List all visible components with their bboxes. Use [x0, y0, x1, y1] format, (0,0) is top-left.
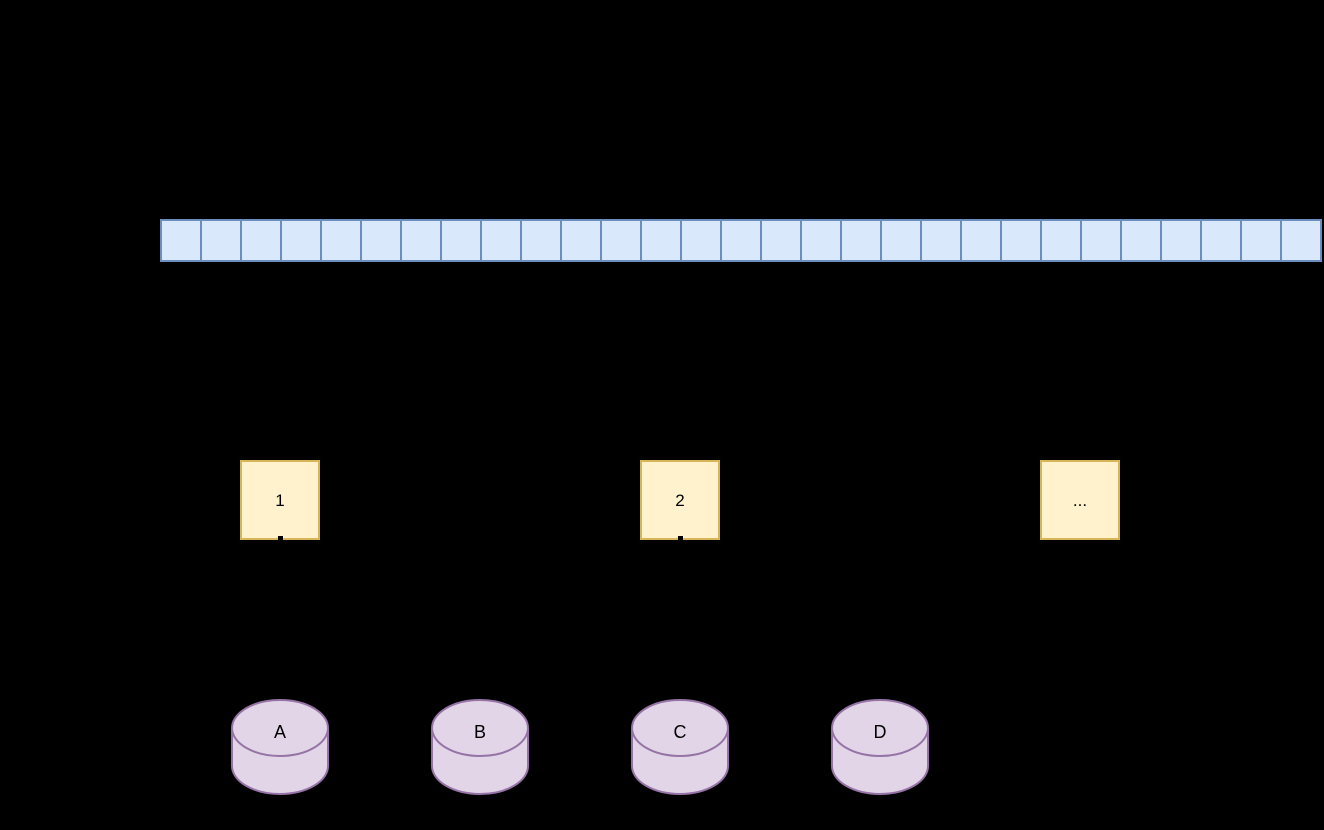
partition-node-ellipsis-label: ...	[1072, 490, 1088, 510]
keyspace-cell	[720, 221, 760, 260]
keyspace-cell	[1120, 221, 1160, 260]
cylinder-outline	[431, 728, 529, 795]
connector-stub	[278, 536, 283, 540]
keyspace-cell	[760, 221, 800, 260]
keyspace-cell	[200, 221, 240, 260]
keyspace-cell	[600, 221, 640, 260]
database-cylinder-b: B	[431, 699, 529, 795]
keyspace-cell	[1200, 221, 1240, 260]
keyspace-cell	[1000, 221, 1040, 260]
partition-node-ellipsis: ...	[1040, 460, 1120, 540]
cylinder-top	[631, 699, 729, 757]
cylinder-top	[431, 699, 529, 757]
keyspace-cell	[520, 221, 560, 260]
keyspace-cell	[320, 221, 360, 260]
keyspace-cell	[680, 221, 720, 260]
keyspace-cell	[880, 221, 920, 260]
keyspace-cell	[1280, 221, 1320, 260]
cylinder-outline	[631, 728, 729, 795]
keyspace-cell	[560, 221, 600, 260]
database-a-label: A	[274, 722, 286, 742]
keyspace-cell	[440, 221, 480, 260]
partition-node-2-label: 2	[675, 490, 685, 510]
keyspace-cell	[480, 221, 520, 260]
database-c-label: C	[674, 722, 687, 742]
keyspace-cell	[920, 221, 960, 260]
keyspace-cell	[640, 221, 680, 260]
keyspace-cell	[1040, 221, 1080, 260]
keyspace-cell	[360, 221, 400, 260]
database-cylinder-a: A	[231, 699, 329, 795]
keyspace-cell	[240, 221, 280, 260]
keyspace-cell	[960, 221, 1000, 260]
keyspace-cell	[162, 221, 200, 260]
database-cylinder-d: D	[831, 699, 929, 795]
cylinder-outline	[831, 728, 929, 795]
cylinder-top	[231, 699, 329, 757]
database-d-label: D	[874, 722, 887, 742]
connector-stub	[678, 536, 683, 540]
keyspace-cell	[1080, 221, 1120, 260]
keyspace-cell	[400, 221, 440, 260]
cylinder-outline	[231, 728, 329, 795]
database-b-label: B	[474, 722, 486, 742]
partition-node-1: 1	[240, 460, 320, 540]
keyspace-cell	[280, 221, 320, 260]
keyspace-cell	[840, 221, 880, 260]
keyspace-cell	[1160, 221, 1200, 260]
keyspace-bar	[160, 219, 1322, 262]
partition-node-2: 2	[640, 460, 720, 540]
keyspace-cell	[1240, 221, 1280, 260]
keyspace-cell	[800, 221, 840, 260]
cylinder-top	[831, 699, 929, 757]
database-cylinder-c: C	[631, 699, 729, 795]
partition-node-1-label: 1	[275, 490, 285, 510]
